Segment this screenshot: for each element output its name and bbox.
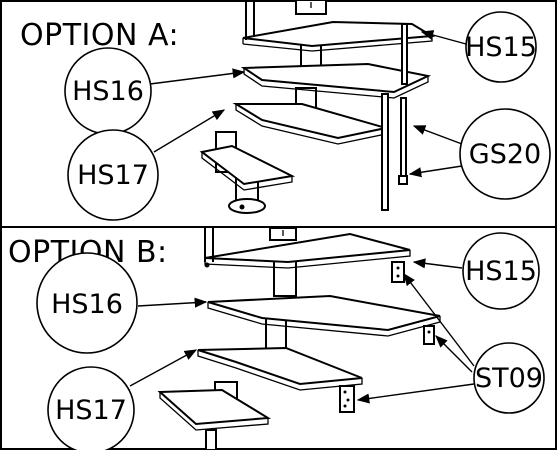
option-b-tread-bottom bbox=[157, 388, 272, 431]
option-a-callout-hs15: HS15 bbox=[420, 11, 537, 83]
option-b-callout-st09: ST09 bbox=[356, 272, 545, 414]
option-a-support-posts bbox=[381, 23, 408, 211]
svg-text:HS16: HS16 bbox=[72, 76, 144, 107]
svg-text:HS17: HS17 bbox=[77, 160, 149, 191]
option-b-tread-hs16 bbox=[207, 294, 441, 337]
option-b-tread-hs17 bbox=[197, 346, 363, 391]
svg-text:GS20: GS20 bbox=[469, 139, 541, 170]
svg-text:HS15: HS15 bbox=[465, 32, 537, 63]
svg-text:HS17: HS17 bbox=[55, 395, 127, 426]
option-a-tread-bottom bbox=[199, 144, 296, 191]
svg-text:ST09: ST09 bbox=[475, 363, 543, 394]
option-b-callout-hs15: HS15 bbox=[412, 232, 540, 310]
option-b-panel: OPTION B: bbox=[8, 227, 545, 450]
option-b-brackets bbox=[339, 261, 435, 413]
option-a-tread-hs16 bbox=[240, 62, 432, 99]
option-a-panel: OPTION A: bbox=[20, 0, 551, 221]
svg-text:HS15: HS15 bbox=[465, 256, 537, 287]
option-a-callout-hs17: HS17 bbox=[67, 109, 226, 221]
option-b-tread-hs15 bbox=[204, 232, 411, 269]
option-b-callout-hs17: HS17 bbox=[47, 349, 198, 450]
option-a-title: OPTION A: bbox=[20, 18, 179, 53]
option-a-tread-hs17 bbox=[232, 103, 387, 145]
option-a-callout-gs20: GS20 bbox=[408, 108, 551, 200]
svg-text:HS16: HS16 bbox=[51, 289, 123, 320]
option-b-callout-hs16: HS16 bbox=[36, 252, 208, 354]
option-a-callout-hs16: HS16 bbox=[64, 47, 246, 135]
